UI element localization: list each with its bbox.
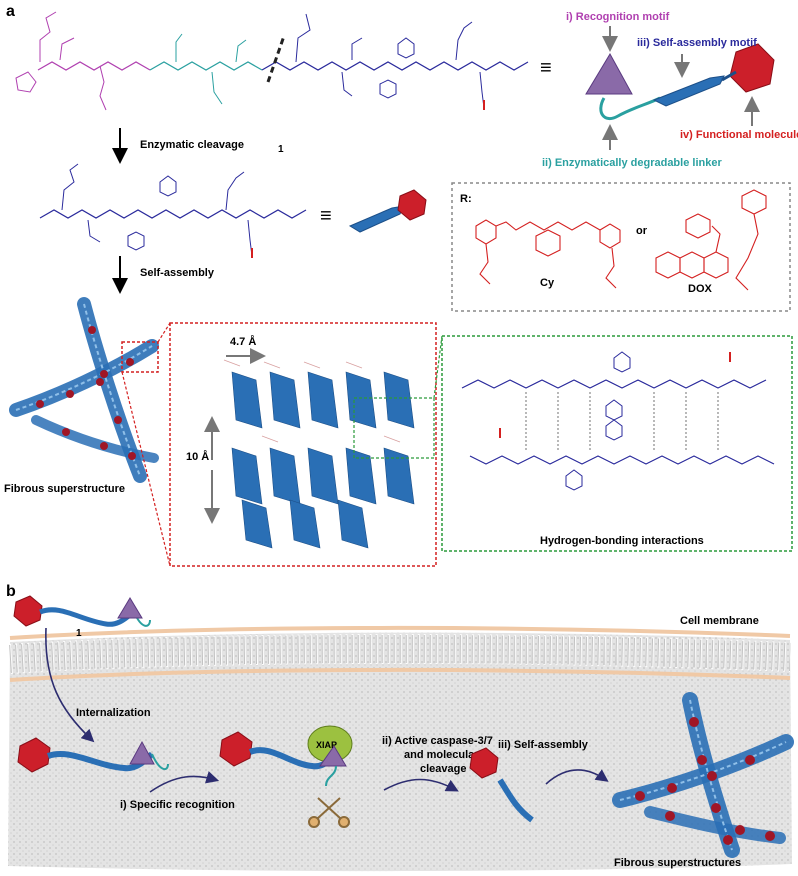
peptide-1-structure [15,11,529,111]
internalization-label: Internalization [76,707,151,719]
self-assembly-step-label: Self-assembly [140,267,215,279]
recognition-motif-label: i) Recognition motif [566,11,670,23]
hbond-label: Hydrogen-bonding interactions [540,535,704,547]
spacing-4-7-label: 4.7 Å [230,335,256,348]
dox-label: DOX [688,283,713,295]
hbond-structure [461,351,775,491]
xiap-complex [219,725,353,828]
cell-cytoplasm [8,632,792,872]
caspase-label-2: and molecular [404,749,479,761]
cy-structure [475,219,621,289]
caspase-label-1: ii) Active caspase-3/7 [382,735,493,747]
fibrous-superstructures-large [612,692,794,858]
spacing-10-label: 10 Å [186,450,209,463]
equivalent-symbol-2: ≡ [320,205,332,227]
or-text: or [636,225,648,237]
compound-schematic [585,43,775,121]
cleaved-peptide-structure [39,163,307,258]
cell-membrane [9,625,791,682]
equivalent-symbol: ≡ [540,57,552,79]
cell-membrane-label: Cell membrane [680,615,759,627]
scissors-icon [308,797,350,828]
panel-b-label: b [6,583,16,600]
functional-molecule-label: iv) Functional molecule [680,129,798,141]
dox-structure [655,189,767,291]
cy-label: Cy [540,277,555,289]
caspase-label-3: cleavage [420,763,466,775]
r-group-box [451,182,791,312]
compound-1-label: 1 [278,144,284,155]
compound-1-inside [17,737,169,773]
self-assembly-motif-label: iii) Self-assembly motif [637,37,757,49]
degradable-linker-label: ii) Enzymatically degradable linker [542,157,722,169]
self-assembly-label-b: iii) Self-assembly [498,739,589,751]
xiap-label: XIAP [316,740,337,750]
r-group-label: R: [460,193,472,205]
panel-a-label: a [6,3,15,20]
specific-recognition-label: i) Specific recognition [120,799,235,811]
compound-1-label-b: 1 [76,628,82,639]
beta-sheet-stack [223,359,415,549]
cleaved-product [469,747,534,823]
enzymatic-cleavage-label: Enzymatic cleavage [140,139,244,151]
fibrous-superstructure-small [9,297,159,483]
cleaved-schematic [348,189,427,233]
fibrous-superstructures-label: Fibrous superstructures [614,857,741,869]
fibrous-superstructure-label: Fibrous superstructure [4,483,125,495]
compound-1-outside [13,595,151,627]
hbond-box [441,335,793,552]
zoom-source-box [121,341,159,373]
